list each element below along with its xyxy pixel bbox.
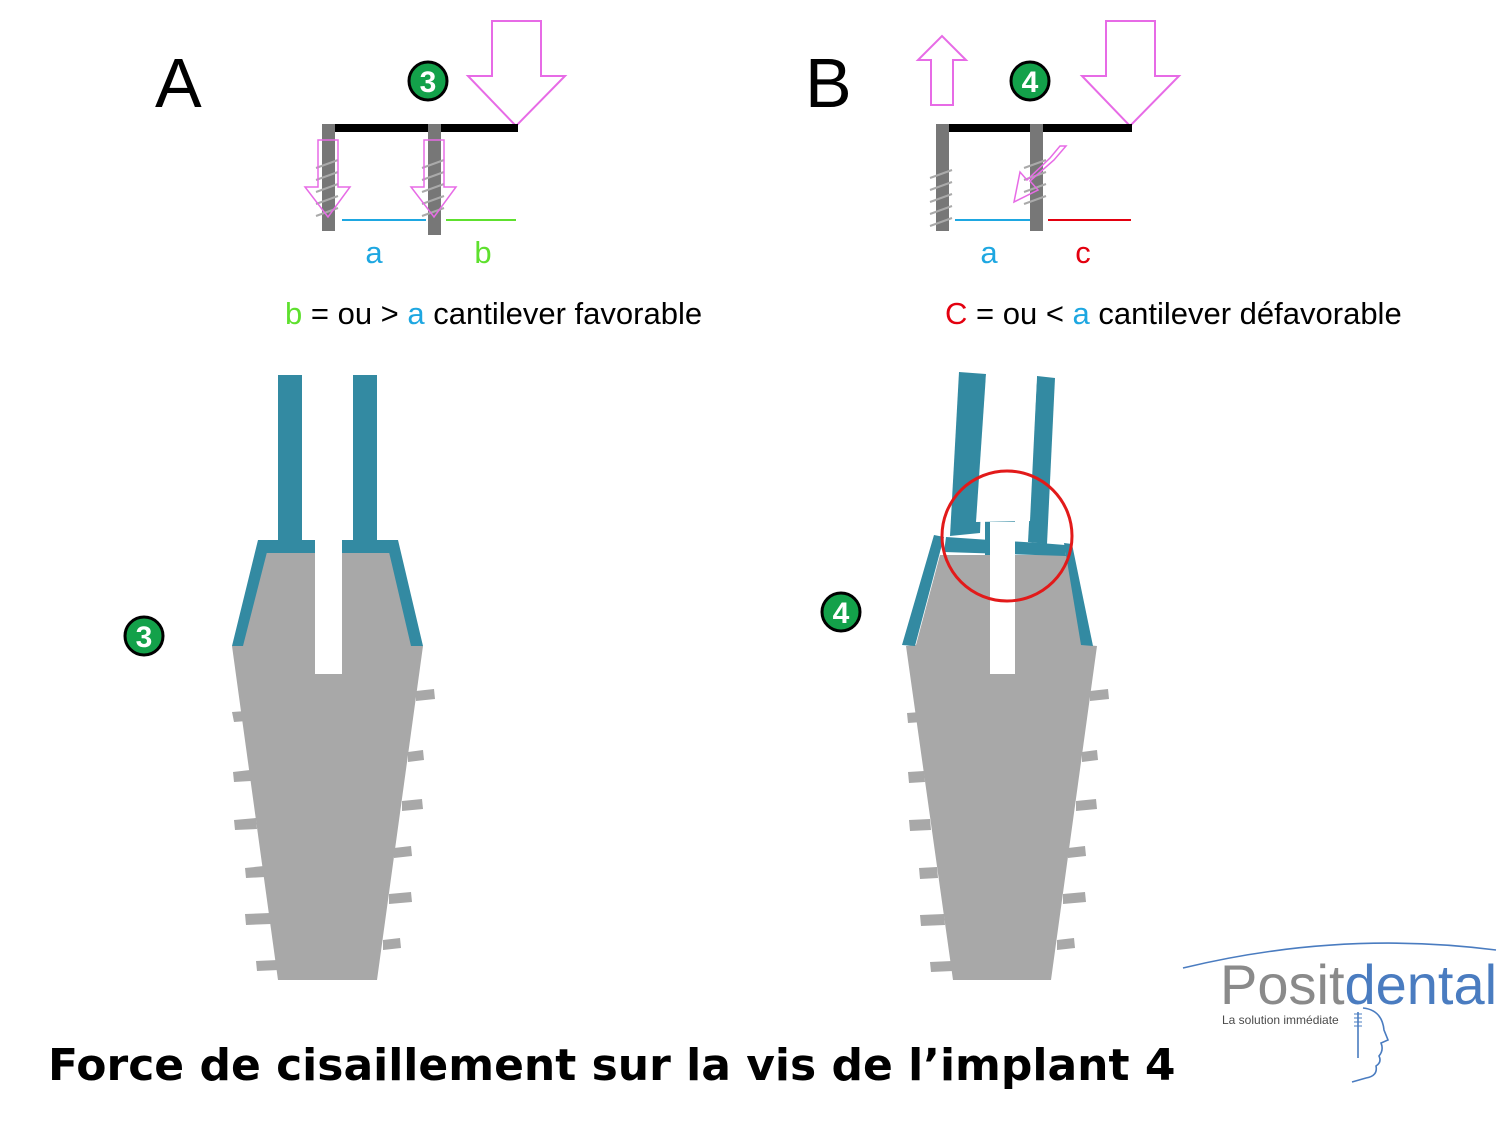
force-arrow-down-large [1079,20,1182,128]
implant-threads [907,689,1109,972]
force-arrow-down-small-left [303,139,352,219]
implant-post-3 [428,124,441,235]
post-threads [929,159,1047,227]
caption-a: b = ou > a cantilever favorable [285,296,702,331]
force-arrow-down-large [465,20,568,128]
screw-channel-upper [976,374,1037,522]
dimension-label-a: a [365,235,383,270]
panel-b-schematic: B 4 a c C = ou < a cantilever dé [805,20,1402,331]
implant-4-badge: 4 [1009,60,1051,102]
svg-text:3: 3 [420,66,437,99]
positdental-logo: Positdental La solution immédiate [1182,942,1497,1083]
screw-channel [315,518,342,674]
side-badge-4: 4 [820,591,862,633]
failure-highlight-circle [940,469,1074,603]
panel-a-letter: A [155,44,202,122]
logo-face-icon [1351,1007,1390,1083]
screw-channel [990,553,1015,674]
logo-tagline: La solution immédiate [1222,1013,1339,1027]
shear-arrow-diagonal [1012,145,1068,204]
abutment-collar-right [1064,543,1093,646]
logo-wordmark: Positdental [1220,953,1497,1016]
svg-text:3: 3 [136,621,153,654]
logo-swoosh [1182,942,1497,969]
dimension-label-a: a [980,235,998,270]
implant-4-cross-section [902,372,1109,980]
logo-toothbrush-icon [1354,1012,1362,1058]
abutment-wall-right [353,375,377,545]
slide-title: Force de cisaillement sur la vis de l’im… [48,1040,1176,1091]
panel-b-letter: B [805,44,852,122]
implant-body [906,555,1097,980]
panel-a-schematic: A 3 a b b = ou > a cantilever f [155,20,702,331]
implant-post-left [322,124,335,231]
bridge-bar [328,124,518,132]
screw-channel-upper [302,375,353,520]
dimension-label-b: b [474,235,491,270]
abutment-wall-left [950,372,986,536]
implant-body [232,552,423,980]
svg-text:4: 4 [833,597,850,630]
implant-post-4 [1030,124,1043,231]
force-arrow-up [915,34,969,106]
side-badge-3: 3 [123,615,165,657]
implant-post-left [936,124,949,231]
screw-channel-neck [990,522,1015,555]
abutment-collar-left [902,535,944,646]
implant-3-cross-section [232,375,435,980]
caption-b: C = ou < a cantilever défavorable [945,296,1402,331]
force-arrow-down-small-right [409,139,458,219]
svg-text:4: 4 [1022,66,1039,99]
dimension-label-c: c [1075,235,1091,270]
abutment-wall-left [278,375,302,545]
implant-3-badge: 3 [407,60,449,102]
